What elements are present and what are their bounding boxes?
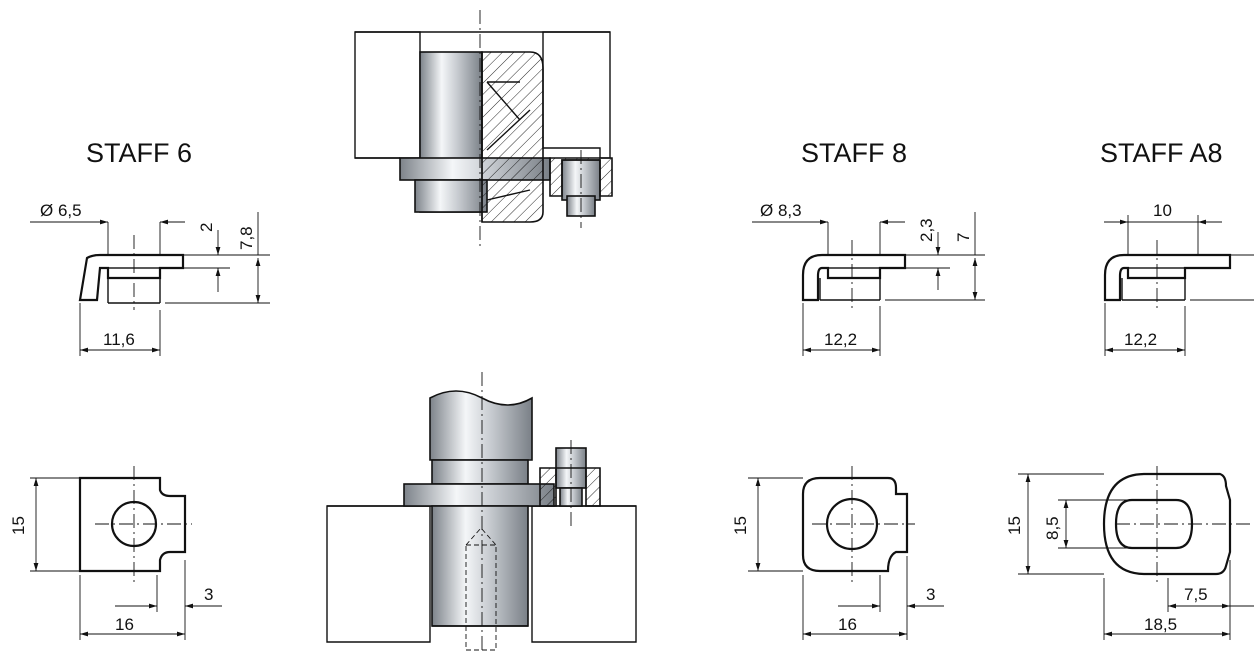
dim-staff6-bore: Ø 6,5 bbox=[40, 201, 82, 220]
dim-staff6-step: 2 bbox=[197, 223, 216, 232]
dim-staff8-width: 15 bbox=[731, 516, 750, 535]
dim-staff6-height: 7,8 bbox=[237, 226, 256, 250]
staff6-top-view: 15 16 3 bbox=[9, 466, 222, 640]
dim-staff6-lug: 3 bbox=[204, 585, 213, 604]
dim-staff6-length: 11,6 bbox=[103, 330, 135, 349]
lower-assembly-section bbox=[326, 372, 637, 651]
dim-staff8-step: 2,3 bbox=[917, 218, 936, 242]
dim-staffA8-lug: 7,5 bbox=[1184, 585, 1208, 604]
staffA8-top-view: 15 8,5 7,5 18,5 bbox=[1005, 466, 1254, 640]
dim-staff8-length: 12,2 bbox=[824, 330, 857, 349]
upper-assembly-section bbox=[354, 10, 613, 246]
title-staff-a8: STAFF A8 bbox=[1100, 138, 1223, 168]
dim-staffA8-width: 15 bbox=[1005, 516, 1024, 535]
dim-staff6-depth: 16 bbox=[115, 615, 134, 634]
dim-staff6-width: 15 bbox=[9, 516, 28, 535]
title-staff-8: STAFF 8 bbox=[801, 138, 907, 168]
staffA8-section-view: 10 12,2 bbox=[1103, 201, 1254, 356]
staff8-top-view: 15 16 3 bbox=[731, 466, 944, 640]
dim-staff8-bore: Ø 8,3 bbox=[760, 201, 802, 220]
title-staff-6: STAFF 6 bbox=[86, 138, 192, 168]
dim-staffA8-slot: 8,5 bbox=[1043, 516, 1062, 540]
dim-staff8-depth: 16 bbox=[838, 615, 857, 634]
dim-staffA8-depth: 18,5 bbox=[1144, 615, 1177, 634]
dim-staffA8-length: 12,2 bbox=[1124, 330, 1157, 349]
staff6-section-view: Ø 6,5 2 7,8 11,6 bbox=[30, 201, 270, 356]
dim-staff8-height: 7 bbox=[954, 233, 973, 242]
staff8-section-view: Ø 8,3 2,3 7 12,2 bbox=[752, 201, 985, 356]
dim-staffA8-bore: 10 bbox=[1153, 201, 1172, 220]
dim-staff8-lug: 3 bbox=[926, 585, 935, 604]
